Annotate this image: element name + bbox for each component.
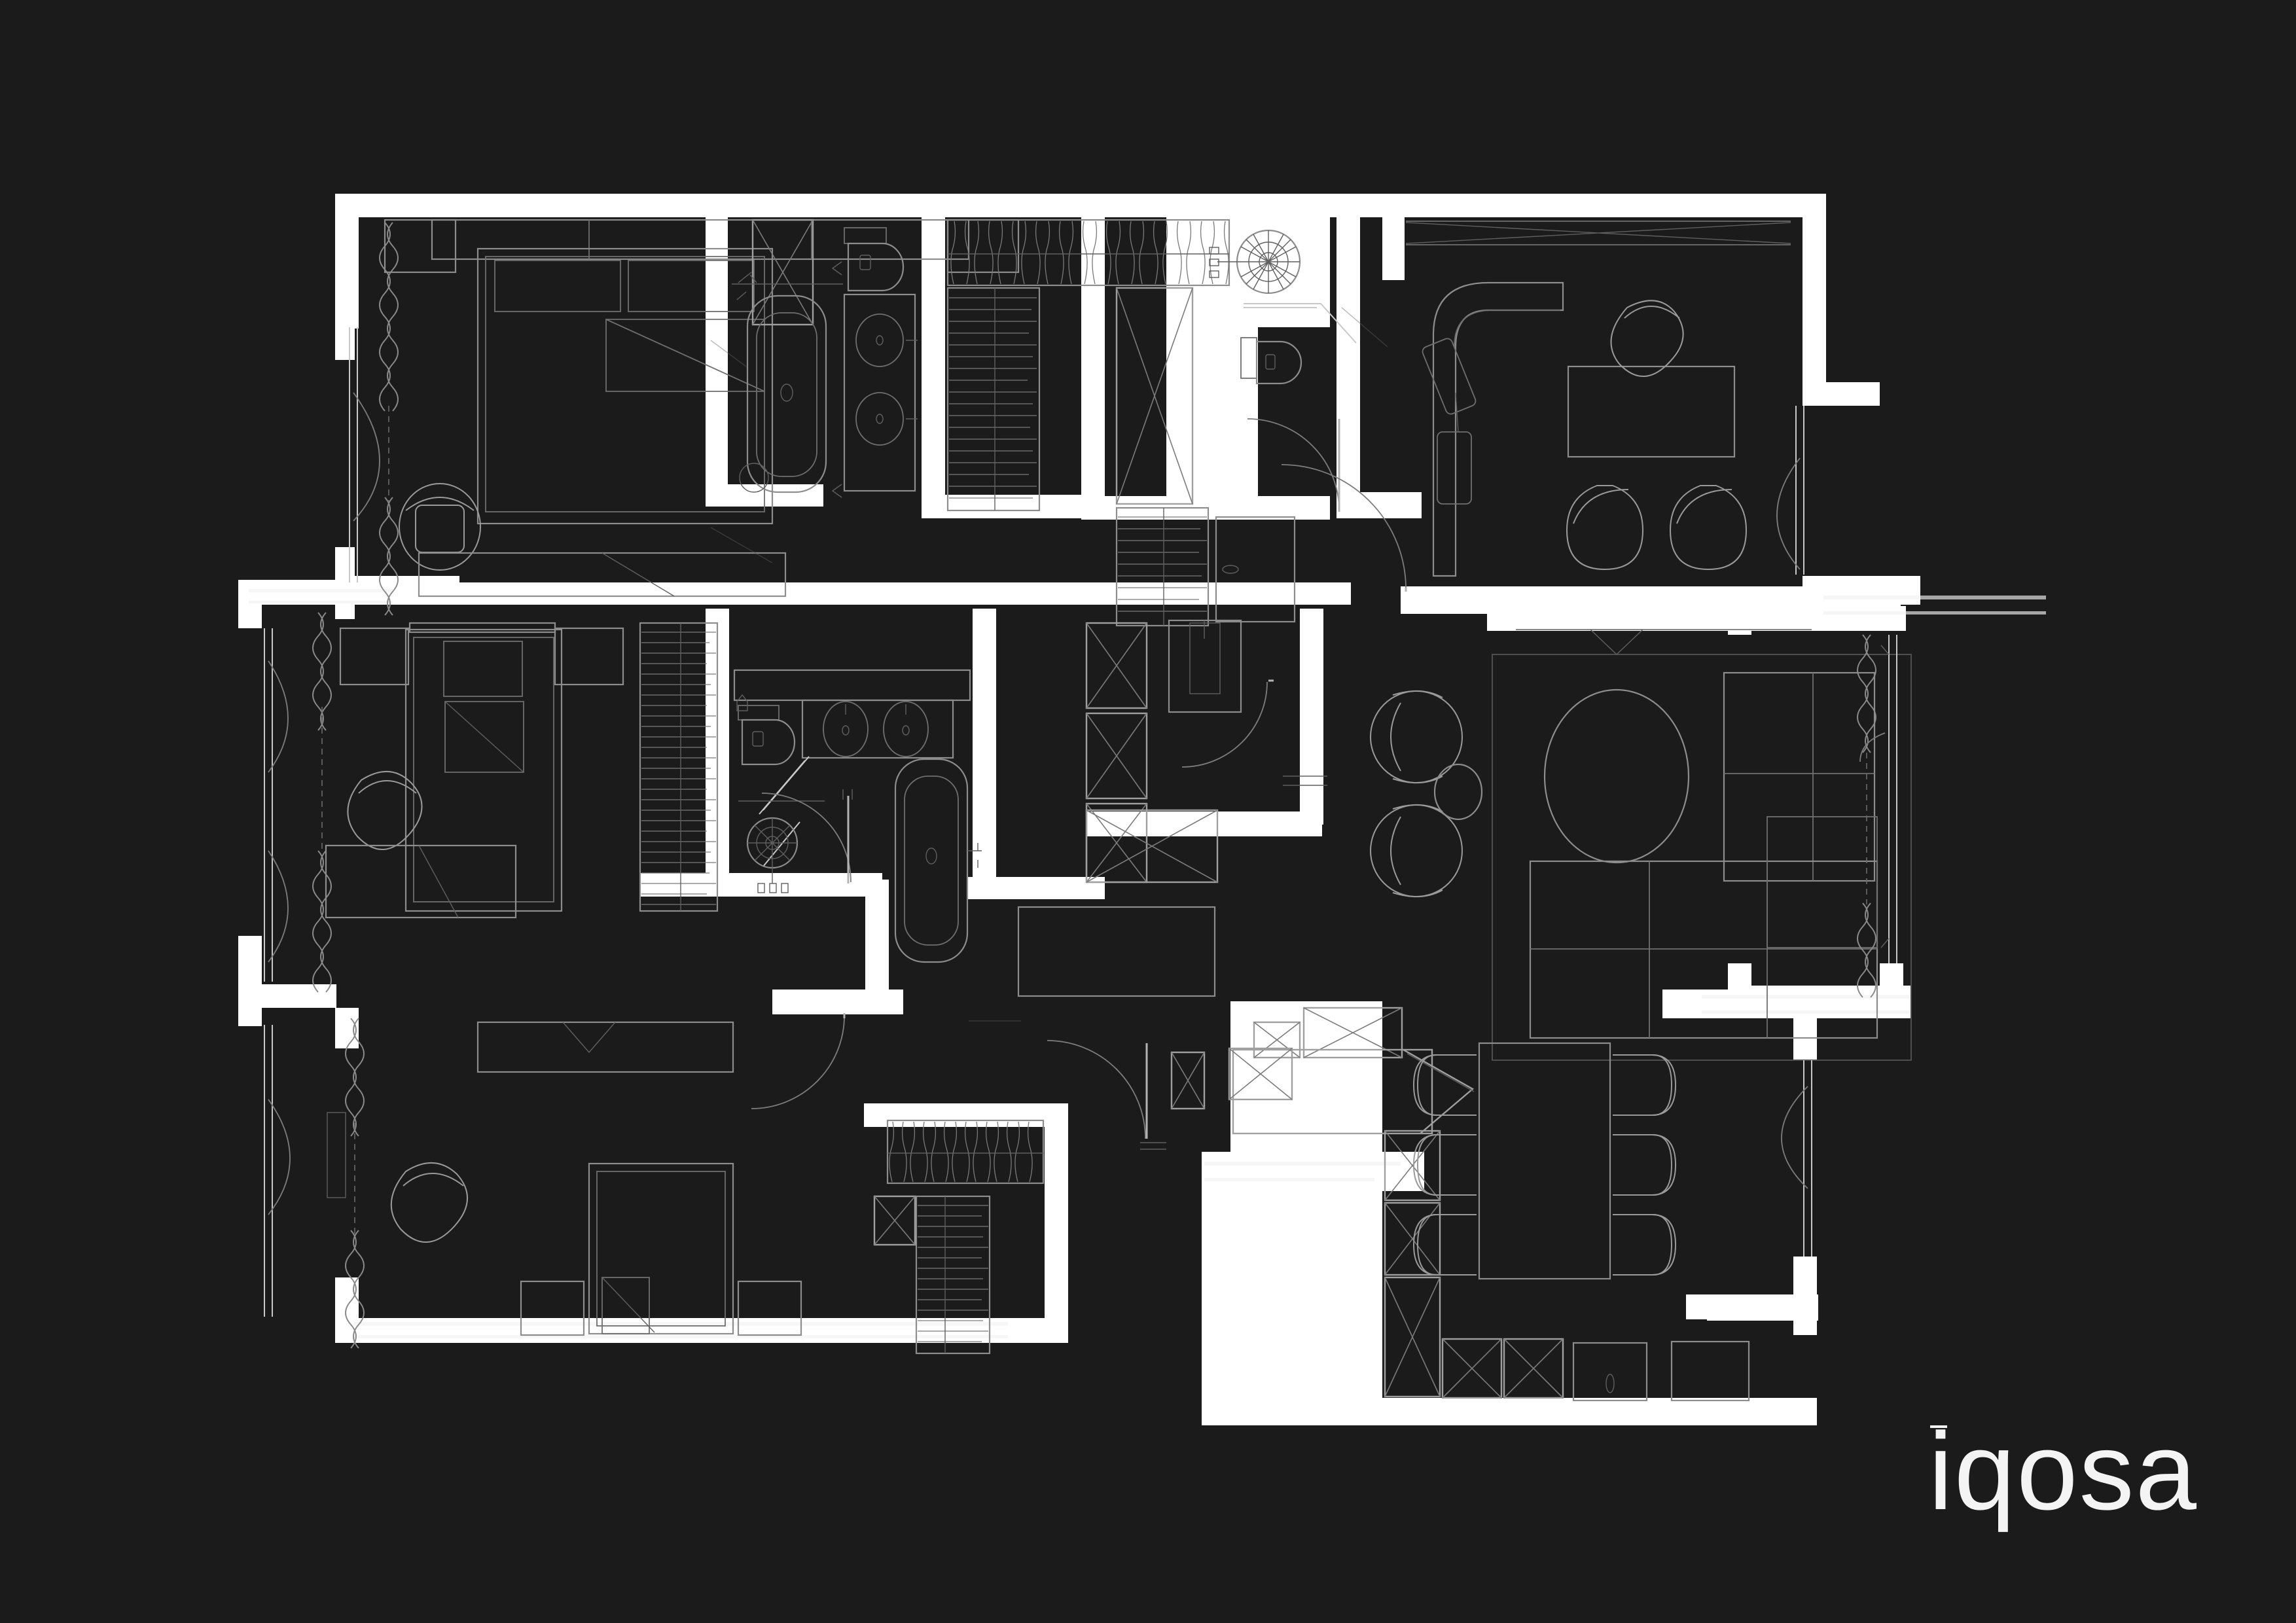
dining-chair-l2: [1412, 1134, 1477, 1196]
sliding-door-living-right: [1880, 635, 1897, 963]
closet-cabinet-right: [1115, 287, 1194, 505]
nightstand-b2-left: [339, 627, 410, 686]
sofa-back-right: [1723, 671, 1876, 882]
curtain-living-right: [1857, 634, 1876, 998]
room-kitchen-dining: [1170, 1007, 1812, 1402]
logo-rest: qosa: [1954, 1410, 2198, 1533]
window-b2-left: [264, 628, 289, 982]
closet-shelves-lower: [1115, 507, 1210, 627]
tall-cabinet-1: [1384, 1130, 1441, 1202]
dining-chair-r1: [1613, 1054, 1677, 1116]
curtain-master-bedroom: [379, 222, 399, 616]
room-guest-wc: [1209, 229, 1357, 512]
room-bedroom-3: [264, 1013, 846, 1349]
armchair-study-right: [1669, 485, 1748, 571]
upper-cabinet-2: [1302, 1007, 1403, 1059]
hanging-rail-lower: [886, 1119, 1045, 1185]
closet-shelves-left: [946, 287, 1041, 512]
toilet-guest: [1240, 337, 1302, 385]
rain-shower-head: [1209, 229, 1301, 294]
dining-chair-l1: [1412, 1054, 1477, 1116]
armchair-study-upper: [1610, 300, 1684, 378]
brand-logo: iqosa: [1928, 1416, 2198, 1526]
curtain-b2: [312, 612, 332, 993]
cabinet-bath: [751, 219, 814, 326]
vanity-master: [843, 293, 916, 492]
vanity-b2: [801, 699, 954, 759]
king-bed: [476, 247, 774, 525]
nightstand-b3-right: [737, 1280, 802, 1336]
area-rug-living: [1492, 654, 1912, 1061]
closet-door-panel: [1215, 516, 1296, 623]
dining-chair-r2: [1613, 1134, 1677, 1196]
dining-chair-l3: [1412, 1214, 1477, 1275]
drawing-annotations: [710, 307, 1388, 1022]
utility-box: [1168, 619, 1242, 713]
bathtub-b2: [894, 758, 982, 963]
hall-cabinet-wide: [1085, 809, 1219, 883]
window-b3-left: [264, 1025, 291, 1317]
rain-shower-b2: [746, 817, 798, 893]
bathtub-master: [736, 272, 827, 493]
upper-cabinet-1: [1253, 1021, 1301, 1059]
window-kitchen-right: [1781, 1060, 1812, 1257]
lounge-chair-upper: [1370, 690, 1463, 784]
kitchen-peninsula: [1232, 1048, 1433, 1135]
curtain-b3: [345, 1018, 365, 1349]
closet-shelves-b3: [915, 1195, 991, 1355]
side-table-living: [1433, 763, 1483, 821]
fridge: [1228, 1047, 1293, 1101]
hall-cabinet-2: [1085, 712, 1148, 800]
lounge-chair-lower: [1370, 804, 1463, 898]
armchair-b3: [390, 1162, 468, 1243]
window-study-right: [1776, 406, 1804, 575]
bed-b2: [404, 628, 563, 912]
base-cabinet-2: [1503, 1338, 1564, 1399]
logo-first-letter: i: [1928, 1410, 1954, 1533]
base-cabinet-1: [1441, 1338, 1503, 1399]
dining-table: [1478, 1042, 1611, 1280]
room-bathroom-2: [733, 669, 982, 963]
dining-chair-r3: [1613, 1214, 1677, 1275]
toilet-b2: [736, 694, 796, 766]
bed-b3: [588, 1162, 734, 1335]
hall-storage: [1017, 619, 1327, 997]
window-shading: [249, 589, 2046, 1338]
sideboard-b2: [325, 844, 517, 919]
closet-band-lower: [873, 1040, 1166, 1355]
nightstand-b2-right: [554, 627, 624, 686]
room-study: [1281, 221, 1804, 592]
nightstand-b3-left: [520, 1280, 585, 1336]
hanging-rail-top: [946, 219, 1230, 287]
sofa-seat-bottom: [1529, 860, 1878, 1039]
room-master-bedroom: [349, 219, 1020, 616]
wardrobe-b3-top: [476, 1021, 734, 1073]
toilet-master: [844, 227, 905, 292]
room-living: [1370, 629, 1912, 1061]
coffee-table-living: [1543, 688, 1690, 864]
room-bedroom-2: [264, 612, 719, 993]
tall-cabinet-2: [1384, 1202, 1441, 1276]
hall-cabinet-1: [1085, 622, 1148, 709]
hall-console: [1017, 906, 1216, 997]
armchair-b2: [347, 771, 423, 850]
cooktop: [1670, 1340, 1750, 1402]
tall-cabinet-3: [1384, 1276, 1441, 1398]
kitchen-sink: [1572, 1342, 1648, 1402]
wardrobe-b2: [639, 622, 719, 912]
room-walk-in-closet: [946, 219, 1296, 627]
armchair-study-left: [1566, 485, 1644, 571]
room-master-bathroom: [732, 219, 918, 498]
curved-sofa-study: [1422, 281, 1564, 577]
window-master-left: [349, 327, 380, 582]
desk-study: [1567, 365, 1736, 458]
